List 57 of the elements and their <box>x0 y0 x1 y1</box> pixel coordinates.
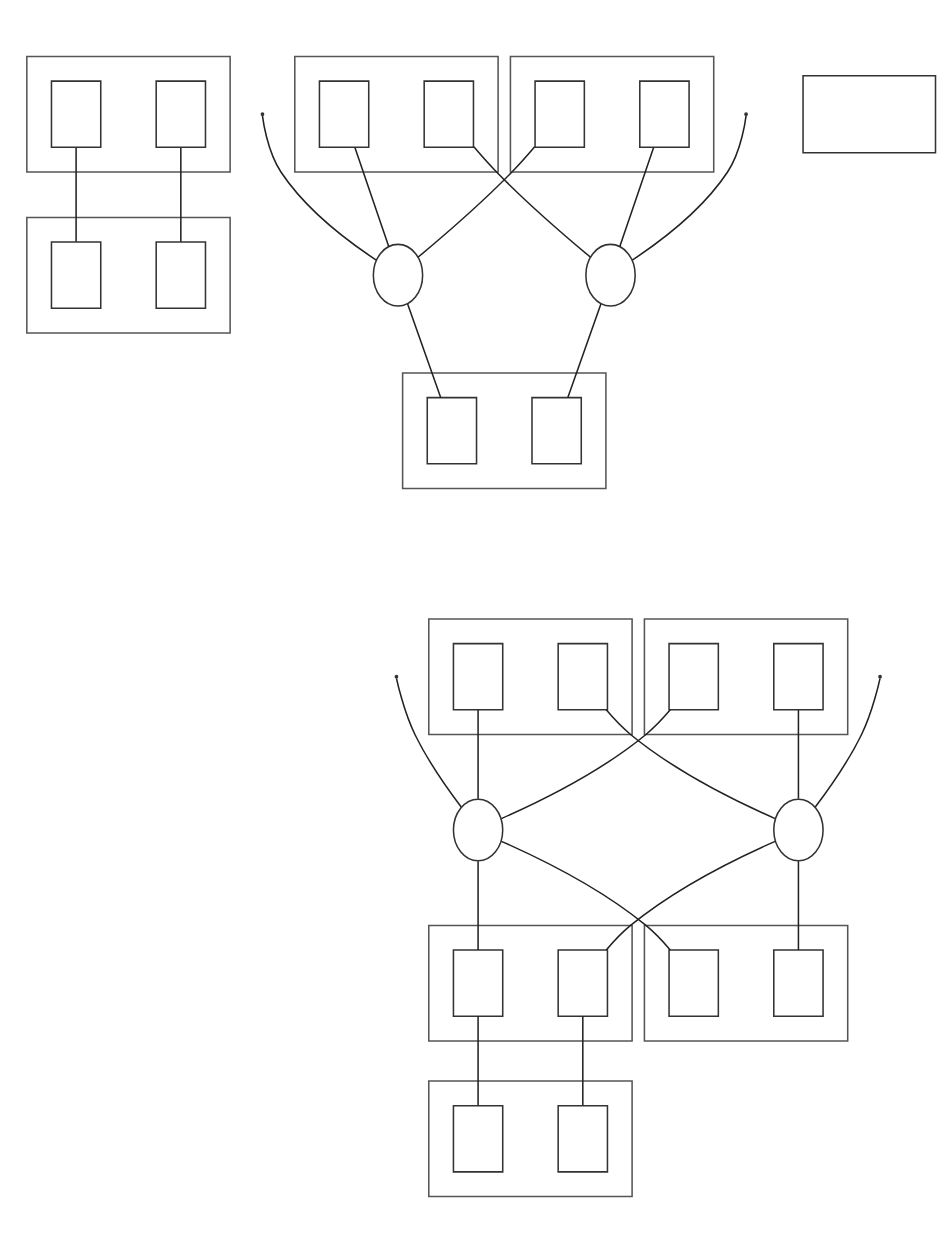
connector <box>500 709 671 820</box>
cluster <box>26 216 231 334</box>
node-box <box>423 80 475 149</box>
node-circle <box>773 798 824 862</box>
node-box <box>668 642 720 711</box>
cluster <box>643 618 849 736</box>
connector <box>814 677 881 808</box>
cluster <box>643 924 849 1042</box>
connector <box>417 146 536 258</box>
connector <box>406 303 442 399</box>
node-box <box>773 642 824 711</box>
node-box <box>557 1104 609 1173</box>
connector <box>473 146 592 258</box>
connector <box>797 860 800 951</box>
connector <box>261 115 378 261</box>
node-box <box>50 241 102 310</box>
node-box <box>50 80 102 149</box>
node-box <box>802 74 937 154</box>
node-box <box>557 642 609 711</box>
node-box <box>426 396 478 465</box>
node-box <box>155 80 207 149</box>
connector <box>395 677 462 808</box>
node-circle <box>372 243 424 307</box>
connector <box>477 860 479 951</box>
cluster <box>428 924 633 1042</box>
connector <box>567 303 602 399</box>
node-box <box>531 396 583 465</box>
cluster <box>294 55 499 173</box>
node-box <box>534 80 586 149</box>
connector <box>75 146 77 243</box>
node-box <box>639 80 690 149</box>
cluster <box>509 55 715 173</box>
node-box <box>452 1104 504 1173</box>
connector <box>500 840 671 951</box>
node-box <box>452 642 504 711</box>
node-circle <box>452 798 504 862</box>
connector <box>354 146 390 248</box>
connector <box>180 146 182 243</box>
node-box <box>318 80 370 149</box>
node-box <box>557 949 609 1018</box>
connector <box>619 146 655 248</box>
cluster <box>401 372 607 490</box>
connector <box>605 709 776 820</box>
node-box <box>773 949 824 1018</box>
node-box <box>668 949 720 1018</box>
node-circle <box>585 243 636 307</box>
connector <box>477 709 479 800</box>
connector <box>797 709 800 800</box>
connector <box>477 1015 479 1106</box>
connector <box>605 840 776 951</box>
cluster <box>428 618 633 736</box>
node-box <box>155 241 207 310</box>
cluster <box>26 55 231 173</box>
connector <box>582 1015 584 1106</box>
cluster <box>428 1080 633 1198</box>
node-box <box>452 949 504 1018</box>
connector <box>631 115 747 261</box>
